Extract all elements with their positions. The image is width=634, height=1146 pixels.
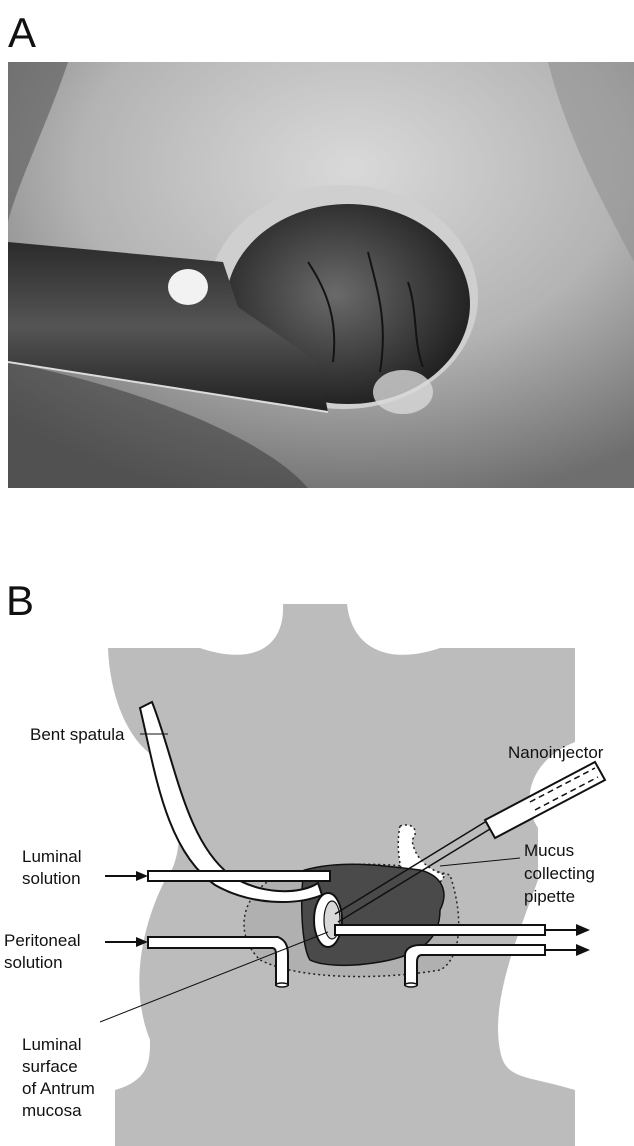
label-bent-spatula: Bent spatula [30, 725, 125, 744]
svg-text:solution: solution [4, 953, 63, 972]
svg-text:solution: solution [22, 869, 81, 888]
luminal-outlet-tube [335, 925, 545, 935]
svg-text:Luminal: Luminal [22, 847, 82, 866]
peritoneal-outlet-end [405, 983, 417, 987]
label-luminal-surface: Luminal surface of Antrum mucosa [22, 1035, 95, 1120]
svg-text:Luminal: Luminal [22, 1035, 82, 1054]
surgical-photograph [8, 62, 634, 488]
light-reflection [373, 370, 433, 414]
svg-text:Peritoneal: Peritoneal [4, 931, 81, 950]
svg-text:pipette: pipette [524, 887, 575, 906]
luminal-solution-tube [148, 871, 330, 881]
panel-label-a: A [8, 12, 36, 54]
setup-diagram: Bent spatula Nanoinjector Mucus collecti… [0, 596, 634, 1146]
spatula-highlight [168, 269, 208, 305]
svg-text:surface: surface [22, 1057, 78, 1076]
svg-text:Mucus: Mucus [524, 841, 574, 860]
label-luminal-solution: Luminal solution [22, 847, 82, 888]
svg-text:of Antrum: of Antrum [22, 1079, 95, 1098]
svg-text:collecting: collecting [524, 864, 595, 883]
label-nanoinjector: Nanoinjector [508, 743, 604, 762]
label-mucus-collecting-pipette: Mucus collecting pipette [524, 841, 595, 906]
peritoneal-inlet-end [276, 983, 288, 987]
svg-text:mucosa: mucosa [22, 1101, 82, 1120]
label-peritoneal-solution: Peritoneal solution [4, 931, 81, 972]
